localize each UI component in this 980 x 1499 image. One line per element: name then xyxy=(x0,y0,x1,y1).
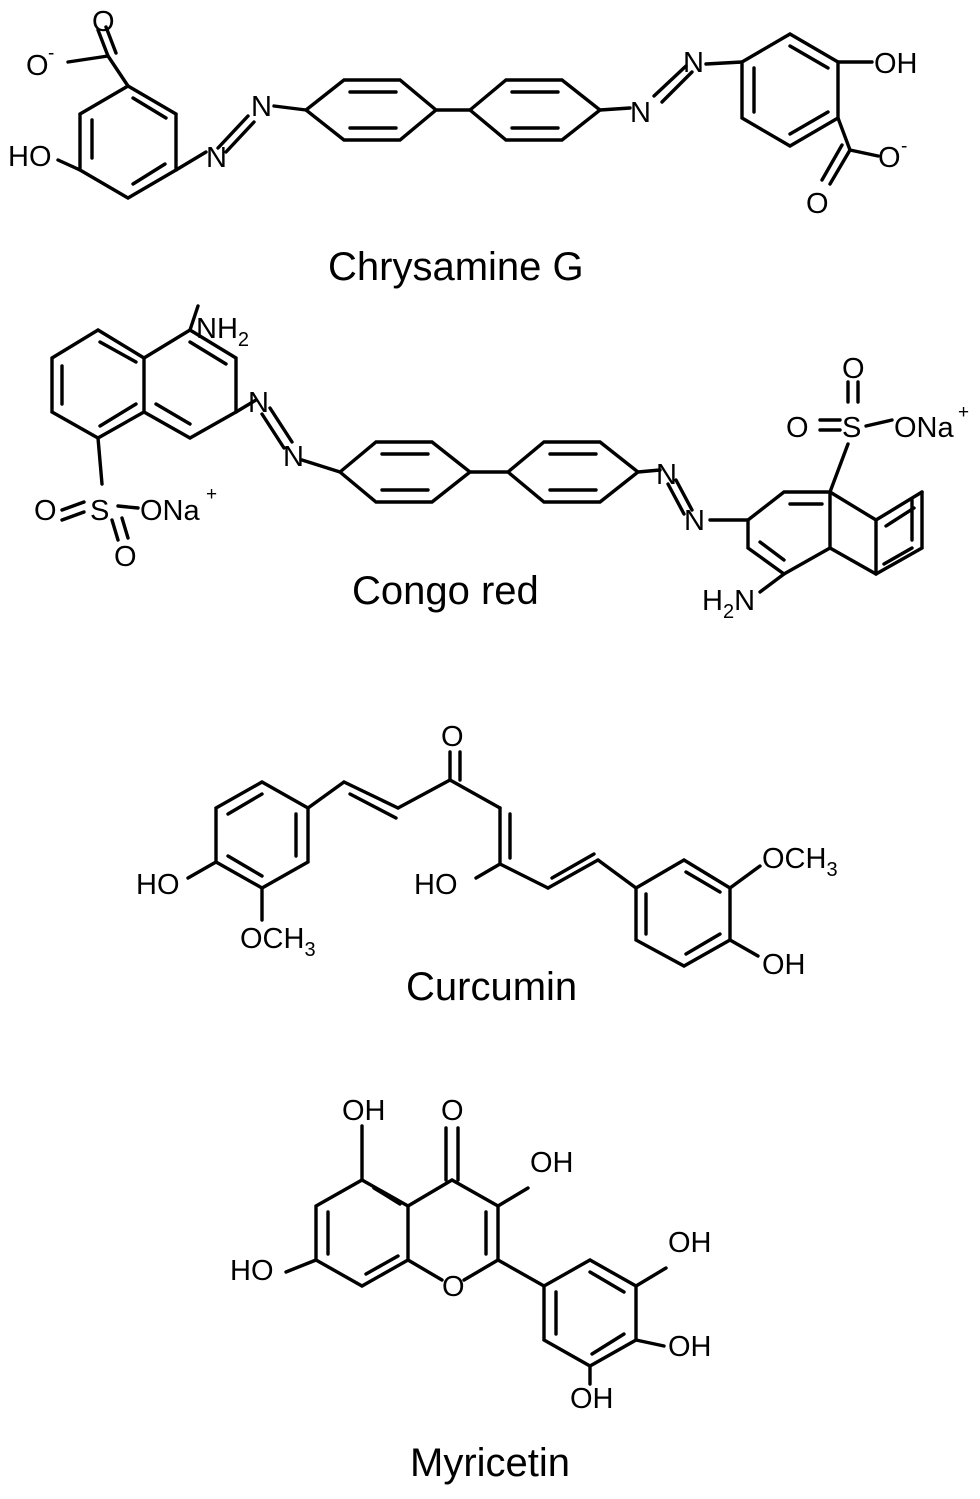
atom-label: HO xyxy=(8,141,52,173)
atom-label: HO xyxy=(136,869,180,901)
atom-label: N xyxy=(251,91,272,123)
atom-label: OH xyxy=(530,1147,574,1179)
curcumin-bonds xyxy=(186,750,762,968)
atom-label: N xyxy=(656,459,677,491)
atom-label: O xyxy=(878,142,901,174)
molecule-name: Myricetin xyxy=(410,1441,570,1485)
atom-label: ONa xyxy=(894,412,955,444)
atom-label: O xyxy=(92,6,115,38)
molecule-congo-red: NH2 N N O S ONa + O N N O O S ONa + H2N … xyxy=(34,304,969,623)
atom-label: OH xyxy=(570,1383,614,1415)
atom-label: HO xyxy=(414,869,458,901)
molecule-chrysamine-g: O - O HO N N N N OH O - O Chrysamine G xyxy=(8,6,918,289)
molecule-curcumin: O HO OCH3 HO OCH3 OH Curcumin xyxy=(136,721,838,1009)
atom-label: O xyxy=(441,721,464,753)
congo-red-atom-labels: NH2 N N O S ONa + O N N O O S ONa + H2N xyxy=(34,313,969,623)
atom-label: ONa xyxy=(140,495,201,527)
chrysamine-g-atom-labels: O - O HO N N N N OH O - O xyxy=(8,6,918,220)
molecule-myricetin: OH O OH HO O OH OH OH Myricetin xyxy=(230,1095,712,1485)
charge-label: - xyxy=(48,43,54,64)
atom-label: O xyxy=(26,50,49,82)
atom-label: N xyxy=(248,387,269,419)
myricetin-atom-labels: OH O OH HO O OH OH OH xyxy=(230,1095,712,1415)
atom-label: O xyxy=(442,1271,465,1303)
atom-label: OH xyxy=(874,48,918,80)
atom-label: S xyxy=(90,495,109,527)
molecule-name: Chrysamine G xyxy=(328,245,584,289)
charge-label: - xyxy=(901,136,907,157)
atom-label: OH xyxy=(668,1331,712,1363)
atom-label: O xyxy=(786,412,809,444)
atom-label: O xyxy=(806,188,829,220)
atom-label: OCH3 xyxy=(240,923,316,961)
atom-label: S xyxy=(842,412,861,444)
curcumin-atom-labels: O HO OCH3 HO OCH3 OH xyxy=(136,721,838,981)
atom-label: OH xyxy=(342,1095,386,1127)
congo-red-bonds xyxy=(50,304,924,594)
atom-label: OCH3 xyxy=(762,843,838,881)
atom-label: O xyxy=(441,1095,464,1127)
atom-label: N xyxy=(630,97,651,129)
atom-label: OH xyxy=(668,1227,712,1259)
atom-label: N xyxy=(206,142,227,174)
charge-label: + xyxy=(206,484,217,505)
atom-label: H2N xyxy=(702,585,755,623)
myricetin-bonds xyxy=(284,1124,668,1386)
chrysamine-g-bonds xyxy=(56,25,880,200)
atom-label: HO xyxy=(230,1255,274,1287)
atom-label: N xyxy=(684,505,705,537)
molecule-name: Curcumin xyxy=(406,965,577,1009)
atom-label: N xyxy=(283,441,304,473)
atom-label: O xyxy=(842,353,865,385)
atom-label: NH2 xyxy=(196,313,249,351)
atom-label: N xyxy=(683,47,704,79)
charge-label: + xyxy=(958,402,969,423)
atom-label: O xyxy=(34,495,57,527)
molecule-name: Congo red xyxy=(352,569,539,613)
atom-label: O xyxy=(114,541,137,573)
atom-label: OH xyxy=(762,949,806,981)
